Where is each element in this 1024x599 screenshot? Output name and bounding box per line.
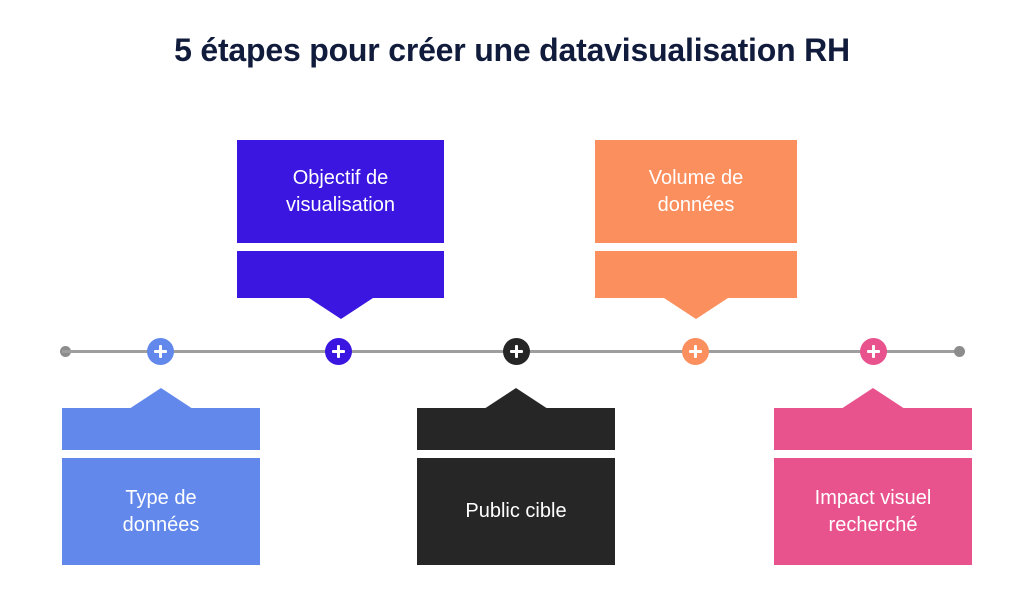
step-card-tab [237, 251, 444, 298]
step-card-tab [774, 408, 972, 450]
page-title: 5 étapes pour créer une datavisualisatio… [174, 32, 850, 68]
marker-type-donnees[interactable] [147, 338, 174, 365]
step-card-label-line2: données [657, 193, 735, 216]
step-card-body: Objectif de visualisation [237, 140, 444, 243]
step-card-label: Impact visuel recherché [805, 485, 942, 538]
marker-impact-visuel[interactable] [860, 338, 887, 365]
timeline-endpoint-right [954, 346, 965, 357]
plus-icon [510, 345, 523, 358]
marker-objectif-visualisation[interactable] [325, 338, 352, 365]
step-card-body: Type de données [62, 458, 260, 565]
step-card-pointer-down [309, 298, 373, 319]
step-card-label-line2: visualisation [286, 193, 395, 216]
step-card-body: Public cible [417, 458, 615, 565]
step-card-label-line1: Impact visuel [814, 486, 932, 509]
plus-icon [332, 345, 345, 358]
step-card-label-line2: recherché [828, 513, 918, 536]
marker-public-cible[interactable] [503, 338, 530, 365]
step-card-label: Public cible [455, 498, 576, 525]
marker-volume-donnees[interactable] [682, 338, 709, 365]
step-card-body: Impact visuel recherché [774, 458, 972, 565]
step-card-label: Objectif de visualisation [276, 165, 405, 218]
step-card-label: Volume de données [639, 165, 754, 218]
step-card-tab [417, 408, 615, 450]
step-card-label-line1: Volume de [648, 166, 744, 189]
step-card-tab [62, 408, 260, 450]
step-card-pointer-up [841, 388, 905, 409]
step-card-pointer-up [484, 388, 548, 409]
step-card-body: Volume de données [595, 140, 797, 243]
plus-icon [154, 345, 167, 358]
plus-icon [867, 345, 880, 358]
step-card-label-line1: Objectif de [292, 166, 389, 189]
step-card-label-line1: Type de [125, 486, 197, 509]
step-card-pointer-down [664, 298, 728, 319]
step-card-label-line2: données [122, 513, 200, 536]
step-card-pointer-up [129, 388, 193, 409]
step-card-label: Type de données [113, 485, 210, 538]
plus-icon [689, 345, 702, 358]
step-card-label-line1: Public cible [465, 500, 567, 523]
step-card-tab [595, 251, 797, 298]
